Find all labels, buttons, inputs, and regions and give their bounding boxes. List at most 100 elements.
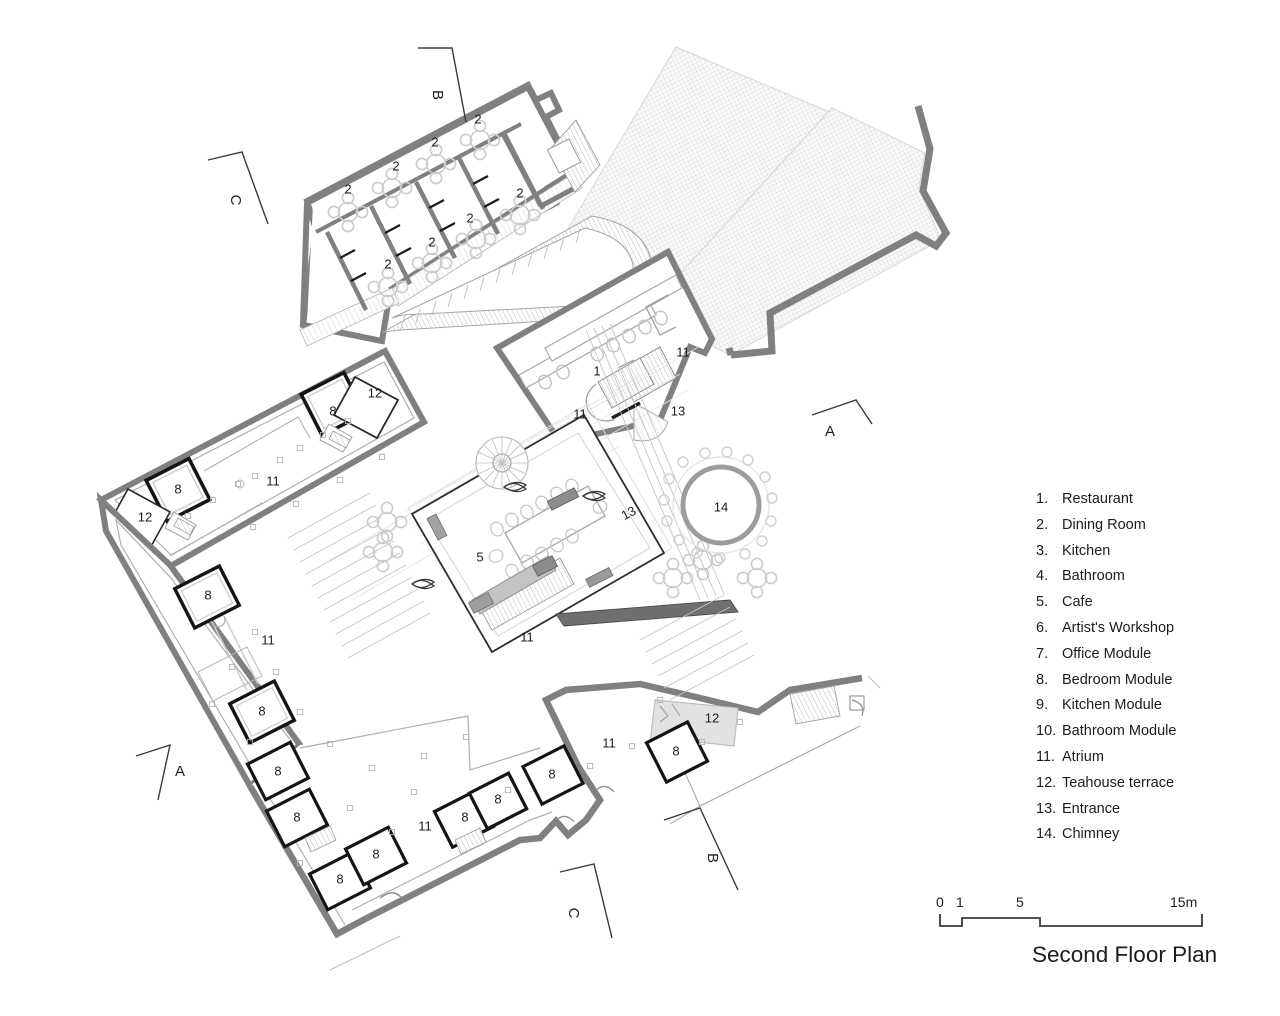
- legend-item-number: 2.: [1036, 516, 1049, 533]
- legend-item: 14. Chimney: [1036, 822, 1256, 848]
- scale-tick-label: 15m: [1170, 894, 1198, 910]
- scale-bar-graphic: [939, 914, 1203, 927]
- legend-item-number: 10.: [1036, 723, 1057, 740]
- room-number-label: 2: [516, 185, 523, 200]
- section-letter-label: C: [227, 195, 244, 206]
- section-letter-label: B: [429, 90, 446, 100]
- room-number-label: 8: [548, 766, 555, 781]
- lounge-chairs: [410, 481, 607, 590]
- room-number-label: 8: [336, 871, 343, 886]
- legend-item-number: 9.: [1036, 697, 1049, 714]
- legend-item: 1. Restaurant: [1036, 487, 1256, 513]
- plan-title: Second Floor Plan: [1032, 942, 1218, 967]
- legend-item-label: Artist's Workshop: [1062, 619, 1175, 636]
- room-number-label: 1: [593, 363, 600, 378]
- legend-item-label: Teahouse terrace: [1062, 774, 1175, 791]
- room-number-label: 8: [494, 791, 501, 806]
- bedroom-module: [143, 456, 213, 524]
- room-number-label: 14: [714, 499, 728, 514]
- bedroom-module: [467, 771, 529, 831]
- section-letter-label: A: [825, 423, 835, 440]
- room-number-label: 8: [258, 703, 265, 718]
- scale-tick-label: 5: [1016, 894, 1024, 910]
- room-number-label: 11: [602, 735, 616, 750]
- room-number-label: 11: [520, 629, 534, 644]
- legend-item-label: Kitchen: [1062, 542, 1111, 559]
- legend-item: 10. Bathroom Module: [1036, 719, 1256, 745]
- room-number-label: 8: [672, 743, 679, 758]
- legend-item: 11. Atrium: [1036, 745, 1256, 771]
- legend-item-label: Cafe: [1062, 594, 1093, 611]
- restaurant-block: [492, 247, 716, 446]
- counter-slab: [585, 566, 614, 588]
- room-number-label: 2: [466, 210, 473, 225]
- room-number-label: 12: [368, 385, 382, 400]
- section-letter-label: B: [704, 853, 721, 863]
- chimney: [658, 446, 778, 564]
- scale-tick-label: 1: [956, 894, 964, 910]
- legend-item-label: Bedroom Module: [1062, 671, 1173, 688]
- room-number-label: 8: [372, 846, 379, 861]
- central-court: [287, 323, 778, 701]
- legend-item-number: 1.: [1036, 491, 1049, 507]
- legend-item-label: Bathroom: [1062, 568, 1125, 585]
- room-number-label: 8: [274, 763, 281, 778]
- section-letter-label: A: [175, 763, 185, 780]
- northwest-wing: [95, 346, 429, 571]
- counter-slab: [546, 487, 580, 511]
- legend-item-label: Office Module: [1062, 645, 1152, 662]
- room-number-label: 13: [671, 403, 685, 418]
- room-number-label: 2: [392, 158, 399, 173]
- legend-item: 5.Cafe: [1036, 590, 1256, 616]
- legend-item-label: Atrium: [1062, 748, 1104, 765]
- room-number-label: 11: [573, 406, 587, 421]
- bedroom-module: [644, 719, 710, 785]
- room-number-label: 11: [261, 632, 275, 647]
- room-number-label: 2: [344, 181, 351, 196]
- wall-east-courtyard: [730, 105, 951, 359]
- room-number-label: 13: [619, 503, 639, 523]
- bedroom-module: [343, 825, 409, 887]
- legend-item-label: Chimney: [1062, 826, 1120, 843]
- legend-item: 13.Entrance: [1036, 797, 1256, 823]
- south-wing: [245, 674, 872, 939]
- room-number-label: 2: [474, 111, 481, 126]
- section-markers: [135, 47, 873, 939]
- room-number-label: 12: [138, 509, 152, 524]
- legend-item: 6. Artist's Workshop: [1036, 616, 1256, 642]
- legend-item: 3. Kitchen: [1036, 539, 1256, 565]
- room-number-label: 2: [431, 134, 438, 149]
- wall-east-courtyard-lower: [725, 347, 735, 356]
- legend-item: 7.Office Module: [1036, 642, 1256, 668]
- legend-item: 2.Dining Room: [1036, 513, 1256, 539]
- legend-item: 8.Bedroom Module: [1036, 668, 1256, 694]
- stair-cafe: [467, 555, 575, 631]
- legend-item-label: Bathroom Module: [1062, 723, 1177, 740]
- legend-item: 4.Bathroom: [1036, 564, 1256, 590]
- room-number-label: 11: [418, 818, 432, 833]
- legend-item-number: 6.: [1036, 619, 1049, 636]
- room-number-label: 8: [461, 809, 468, 824]
- room-number-label: 11: [676, 344, 690, 359]
- legend-item: 9.Kitchen Module: [1036, 693, 1256, 719]
- spiral-stair: [475, 436, 529, 490]
- stair-north-wing: [546, 119, 601, 193]
- room-number-label: 8: [293, 809, 300, 824]
- room-number-label: 2: [384, 256, 391, 271]
- legend-item-label: Restaurant: [1062, 491, 1133, 507]
- legend-item-number: 3.: [1036, 542, 1049, 559]
- legend: 1. Restaurant 2.Dining Room 3. Kitchen 4.Bath…: [1036, 487, 1256, 848]
- legend-item: 12.Teahouse terrace: [1036, 771, 1256, 797]
- teahouse-terrace: [332, 375, 400, 440]
- room-number-label: 11: [266, 473, 280, 488]
- scale-tick-label: 0: [936, 894, 944, 910]
- bedroom-module: [172, 563, 242, 631]
- legend-item-number: 14.: [1036, 826, 1057, 843]
- bedroom-module: [264, 787, 330, 849]
- legend-item-number: 11.: [1036, 748, 1056, 765]
- bedroom-module: [520, 743, 586, 807]
